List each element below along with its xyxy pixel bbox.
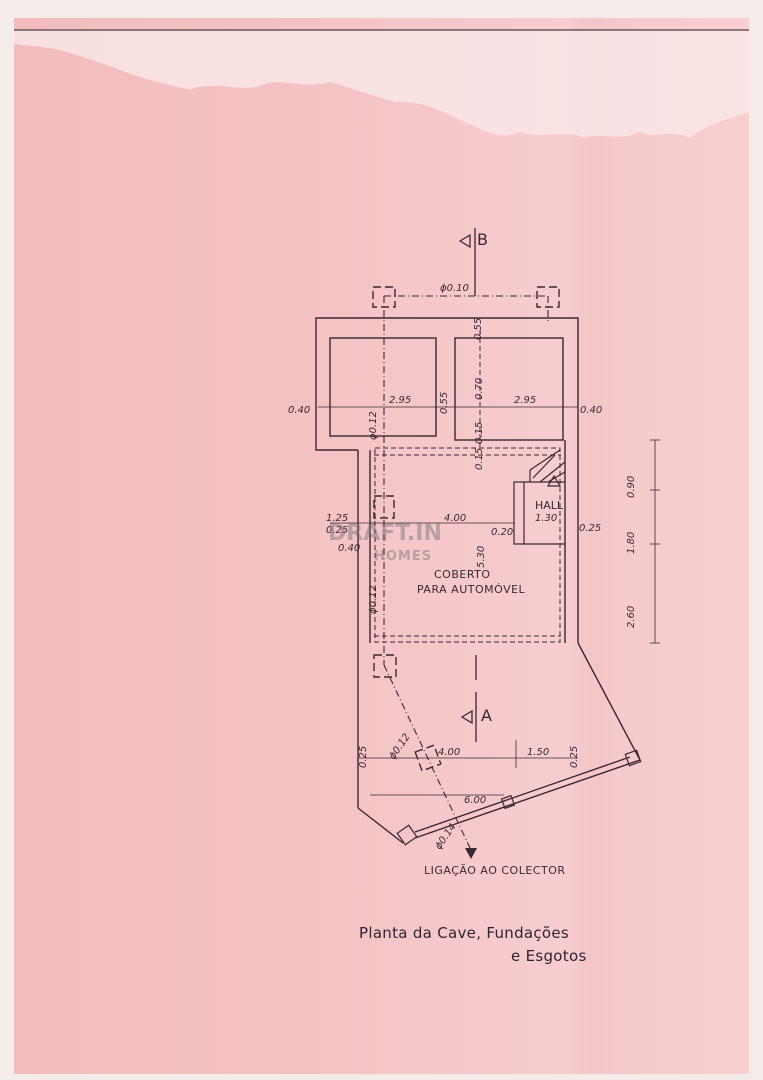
pipe-diagonal [383,664,471,849]
collector-arrow [465,848,477,859]
dim-right-edge: 0.40 [580,405,603,416]
dim-right-025: 0.25 [579,523,602,534]
drawing-title-line2: e Esgotos [511,947,587,965]
section-b-label: B [477,230,488,249]
chamber-top-right [536,286,560,308]
dim-room-left: 2.95 [389,395,412,406]
pipe-left-middle-label: ϕ0.12 [368,585,379,614]
chamber-mid [373,495,395,519]
hall-stair-wall [513,481,525,545]
section-a-label: A [481,706,492,725]
floor-plan-drawing [14,29,749,859]
dim-garage-depth: 5.30 [476,545,487,568]
dim-slab2: 0.15 [474,447,485,470]
chamber-lower [373,654,397,678]
chamber-top-left [372,286,396,308]
dim-slab: 0.15 [474,421,485,444]
collector-label: LIGAÇÃO AO COLECTOR [424,864,566,877]
dim-left-040: 0.40 [338,543,361,554]
water-stain [14,30,749,138]
stair-arrow [546,474,562,487]
foundation-left [329,337,437,437]
dim-room-height: 0.70 [474,377,485,400]
hall-label: HALL [535,499,564,512]
dim-front-150: 1.50 [527,747,550,758]
foundation-right [454,337,564,441]
chamber-diag [414,744,442,772]
dim-right-260: 2.60 [626,605,637,628]
dim-left-125: 1.25 [326,513,349,524]
dim-front-400: 4.00 [438,747,461,758]
dim-right-090: 0.90 [626,475,637,498]
dim-room-right: 2.95 [514,395,537,406]
blueprint-sheet: B ϕ0.10 0.55 0.40 2.95 0.55 0.70 2.95 0.… [14,18,749,1074]
pipe-top-label: ϕ0.10 [440,283,469,294]
stair-flight [529,449,566,483]
dim-left-025: 0.25 [326,525,349,536]
drawing-title-line1: Planta da Cave, Fundações [359,924,570,942]
dim-left-edge: 0.40 [288,405,311,416]
watermark-logo: DRAFT.IN [328,521,442,546]
dim-front-left-025: 0.25 [358,745,369,768]
dim-wall-between: 0.55 [439,391,450,414]
pipe-left-upper-label: ϕ0.12 [368,411,379,440]
watermark-homes: HOMES [374,549,433,564]
dim-front-600: 6.00 [464,795,487,806]
dim-front-right-025: 0.25 [569,745,580,768]
garage-label-line1: COBERTO [434,568,491,581]
section-b-arrow [458,233,471,249]
dim-top-wall: 0.55 [473,317,484,340]
upper-block-outline [315,317,579,451]
dim-hall-width: 1.30 [535,513,558,524]
garage-label-line2: PARA AUTOMÓVEL [417,583,526,596]
dim-garage-width: 4.00 [444,513,467,524]
dim-right-180: 1.80 [626,531,637,554]
dim-hall-020: 0.20 [491,527,514,538]
garage-footing [374,447,561,643]
section-a-arrow [460,709,473,725]
